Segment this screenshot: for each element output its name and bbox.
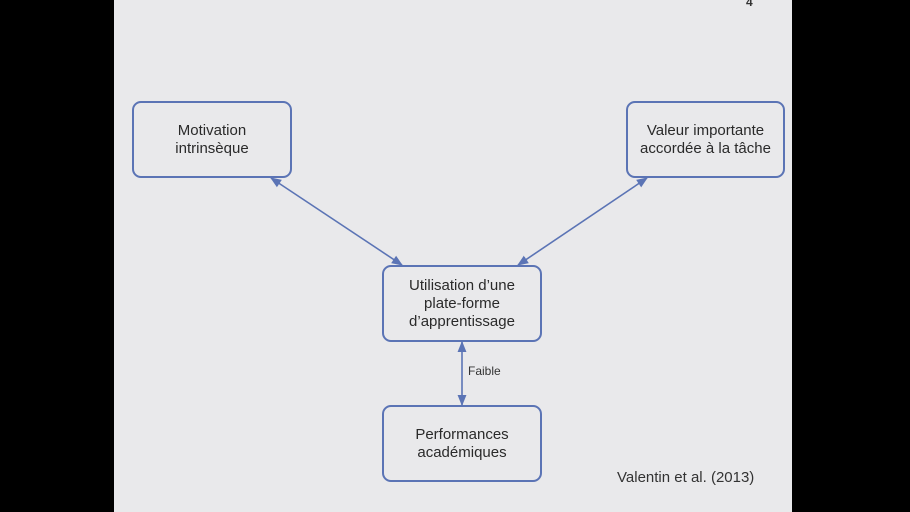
node-performances-label: Performances académiques xyxy=(415,425,509,461)
node-motivation-label: Motivation intrinsèque xyxy=(175,121,249,157)
edge-label-faible: Faible xyxy=(468,364,501,378)
citation: Valentin et al. (2013) xyxy=(617,469,755,486)
node-valeur-label: Valeur importante accordée à la tâche xyxy=(640,121,771,157)
letterbox-left xyxy=(0,0,114,512)
slide: 4 Motivation intrinsèque Valeur importan… xyxy=(114,0,792,512)
node-motivation-intrinseque: Motivation intrinsèque xyxy=(132,101,292,178)
node-utilisation-plateforme: Utilisation d’une plate-forme d’apprenti… xyxy=(382,265,542,342)
diagram-connectors xyxy=(270,177,648,407)
page-number: 4 xyxy=(746,0,753,9)
node-valeur-tache: Valeur importante accordée à la tâche xyxy=(626,101,785,178)
node-utilisation-label: Utilisation d’une plate-forme d’apprenti… xyxy=(409,276,515,330)
edge-valeur-utilisation xyxy=(517,177,648,266)
letterbox-right xyxy=(792,0,910,512)
edge-motivation-utilisation xyxy=(270,177,403,266)
node-performances-academiques: Performances académiques xyxy=(382,405,542,482)
